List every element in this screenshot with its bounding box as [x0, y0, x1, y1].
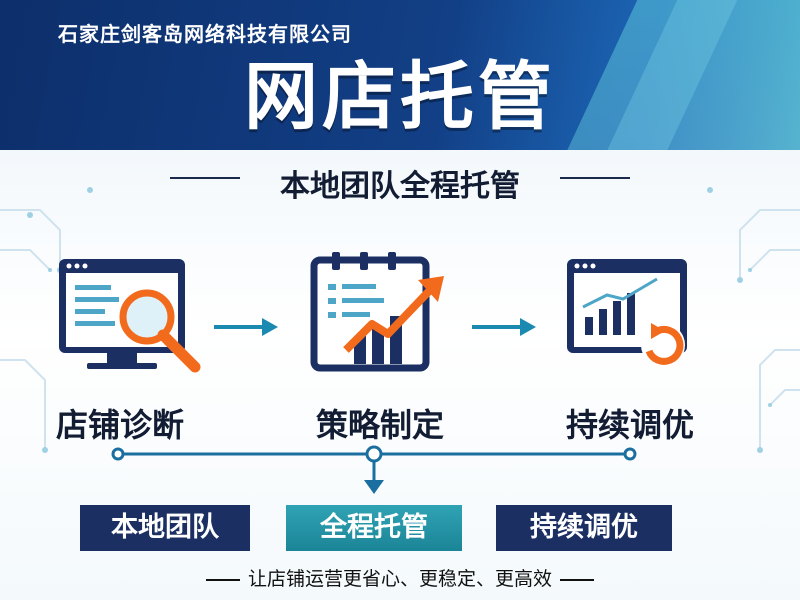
- subtitle-divider-right: [560, 177, 630, 179]
- monitor-chart-refresh-icon: [567, 259, 687, 367]
- monitor-magnifier-icon: [59, 259, 201, 373]
- subtitle: 本地团队全程托管: [280, 169, 520, 204]
- box-full-management: 全程托管: [286, 505, 462, 551]
- chart-clipboard-icon: [310, 252, 444, 372]
- slogan-text: 让店铺运营更省心、更稳定、更高效: [247, 568, 552, 590]
- arrow-right-icon: [214, 318, 278, 336]
- slogan-dash-right: [560, 578, 594, 581]
- subtitle-row: 本地团队全程托管: [0, 155, 800, 205]
- connector-line: [111, 445, 637, 494]
- step-label-diagnosis: 店铺诊断: [55, 406, 184, 444]
- step-label-strategy: 策略制定: [315, 406, 444, 444]
- box-local-team: 本地团队: [80, 505, 250, 551]
- box-continuous-optimization: 持续调优: [496, 505, 672, 551]
- header-banner: 石家庄剑客岛网络科技有限公司 网店托管: [0, 0, 800, 150]
- slogan-dash-left: [205, 578, 240, 581]
- step-label-optimize: 持续调优: [565, 406, 694, 444]
- company-name: 石家庄剑客岛网络科技有限公司: [58, 22, 352, 46]
- arrow-right-icon: [472, 318, 536, 336]
- slogan-row: 让店铺运营更省心、更稳定、更高效: [0, 564, 800, 591]
- subtitle-divider-left: [170, 177, 240, 179]
- page-title: 网店托管: [244, 54, 556, 140]
